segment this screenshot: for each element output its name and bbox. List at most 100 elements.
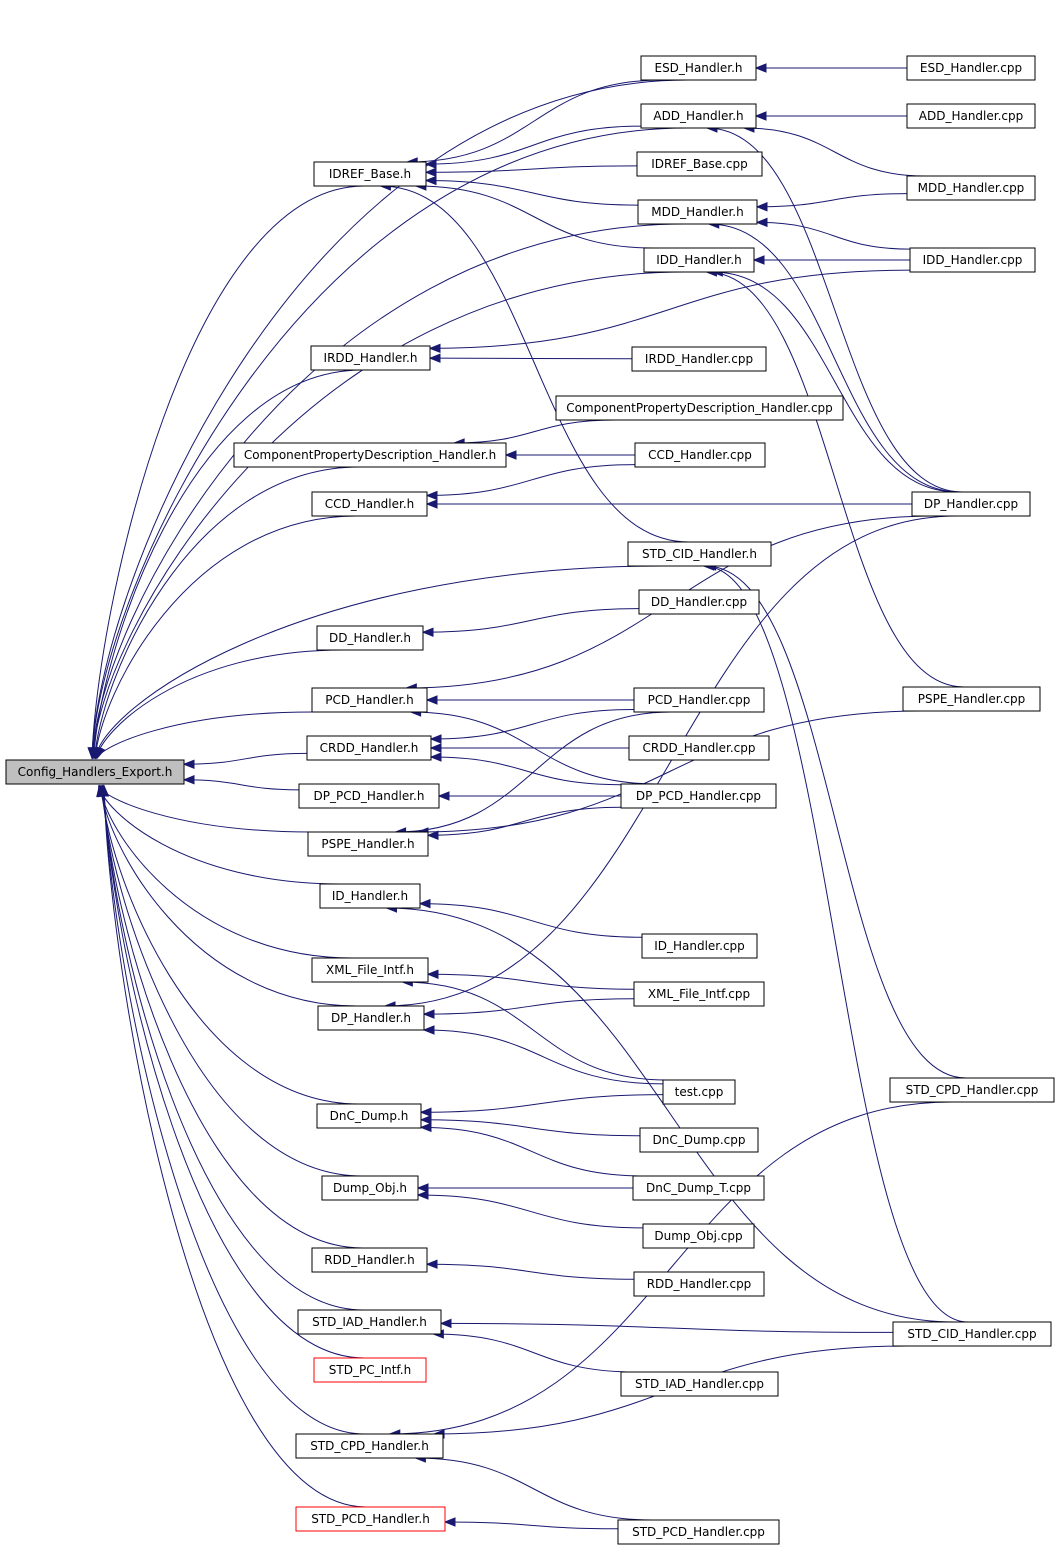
node-std-cid-handler-cpp[interactable]: STD_CID_Handler.cpp bbox=[892, 1321, 1052, 1347]
edge-dp-pcd-handler-cpp-to-dp-pcd-handler-h bbox=[437, 791, 621, 801]
node-componentpropertydescription-handler-cpp[interactable]: ComponentPropertyDescription_Handler.cpp bbox=[555, 395, 844, 421]
node-add-handler-h[interactable]: ADD_Handler.h bbox=[640, 103, 757, 129]
node-rdd-handler-h[interactable]: RDD_Handler.h bbox=[311, 1247, 428, 1273]
node-idd-handler-h[interactable]: IDD_Handler.h bbox=[643, 247, 755, 273]
node-dnc-dump-cpp[interactable]: DnC_Dump.cpp bbox=[639, 1127, 759, 1153]
edge-pcd-handler-cpp-to-crdd-handler-h bbox=[429, 708, 635, 744]
node-std-cpd-handler-h[interactable]: STD_CPD_Handler.h bbox=[295, 1433, 444, 1459]
edges-layer bbox=[87, 63, 968, 1530]
node-irdd-handler-cpp[interactable]: IRDD_Handler.cpp bbox=[631, 346, 767, 372]
node-componentpropertydescription-handler-h[interactable]: ComponentPropertyDescription_Handler.h bbox=[233, 442, 507, 468]
node-mdd-handler-h[interactable]: MDD_Handler.h bbox=[637, 199, 758, 225]
node-label: PSPE_Handler.cpp bbox=[918, 692, 1025, 706]
node-label: STD_CPD_Handler.h bbox=[310, 1439, 429, 1453]
node-std-cpd-handler-cpp[interactable]: STD_CPD_Handler.cpp bbox=[889, 1077, 1055, 1103]
node-esd-handler-cpp[interactable]: ESD_Handler.cpp bbox=[906, 55, 1036, 81]
node-dump-obj-cpp[interactable]: Dump_Obj.cpp bbox=[642, 1223, 755, 1249]
node-label: IRDD_Handler.h bbox=[324, 351, 418, 365]
node-rdd-handler-cpp[interactable]: RDD_Handler.cpp bbox=[633, 1271, 765, 1297]
node-box bbox=[633, 1271, 765, 1297]
edge-xml-file-intf-h-to-config-handlers-export-h bbox=[96, 784, 353, 959]
node-pspe-handler-cpp[interactable]: PSPE_Handler.cpp bbox=[902, 686, 1041, 712]
node-dp-handler-cpp[interactable]: DP_Handler.cpp bbox=[911, 491, 1031, 517]
edge-idd-handler-cpp-to-irdd-handler-h bbox=[428, 269, 911, 354]
arrowhead bbox=[419, 1107, 432, 1117]
node-box bbox=[317, 1005, 425, 1031]
node-box bbox=[295, 1433, 444, 1459]
node-idref-base-cpp[interactable]: IDREF_Base.cpp bbox=[636, 151, 763, 177]
node-box bbox=[310, 345, 431, 371]
node-add-handler-cpp[interactable]: ADD_Handler.cpp bbox=[906, 103, 1036, 129]
node-dp-pcd-handler-h[interactable]: DP_PCD_Handler.h bbox=[298, 783, 440, 809]
node-irdd-handler-h[interactable]: IRDD_Handler.h bbox=[310, 345, 431, 371]
node-box bbox=[911, 491, 1031, 517]
arrowhead bbox=[419, 1122, 432, 1133]
node-pcd-handler-h[interactable]: PCD_Handler.h bbox=[311, 687, 428, 713]
arrowhead bbox=[439, 1318, 452, 1329]
edge-dp-pcd-handler-cpp-to-pcd-handler-h bbox=[409, 707, 658, 785]
node-ccd-handler-h[interactable]: CCD_Handler.h bbox=[311, 491, 428, 517]
node-dnc-dump-t-cpp[interactable]: DnC_Dump_T.cpp bbox=[632, 1175, 765, 1201]
arrowhead bbox=[428, 353, 441, 363]
edge-pcd-handler-h-to-config-handlers-export-h bbox=[96, 711, 314, 760]
node-dp-handler-h[interactable]: DP_Handler.h bbox=[317, 1005, 425, 1031]
node-label: ComponentPropertyDescription_Handler.cpp bbox=[566, 401, 833, 415]
node-xml-file-intf-cpp[interactable]: XML_File_Intf.cpp bbox=[633, 981, 765, 1007]
node-label: STD_IAD_Handler.cpp bbox=[635, 1377, 764, 1391]
node-dnc-dump-h[interactable]: DnC_Dump.h bbox=[316, 1103, 422, 1129]
node-mdd-handler-cpp[interactable]: MDD_Handler.cpp bbox=[906, 175, 1036, 201]
edge-pcd-handler-cpp-to-pspe-handler-h bbox=[394, 711, 672, 837]
node-dd-handler-h[interactable]: DD_Handler.h bbox=[316, 625, 424, 651]
node-box bbox=[633, 687, 765, 713]
node-label: PCD_Handler.h bbox=[325, 693, 413, 707]
node-test-cpp[interactable]: test.cpp bbox=[662, 1079, 736, 1105]
node-dp-pcd-handler-cpp[interactable]: DP_PCD_Handler.cpp bbox=[620, 783, 777, 809]
node-std-pcd-handler-h[interactable]: STD_PCD_Handler.h bbox=[295, 1506, 446, 1532]
node-label: DD_Handler.cpp bbox=[651, 595, 747, 609]
node-box bbox=[643, 247, 755, 273]
arrowhead bbox=[755, 202, 768, 212]
arrowhead bbox=[504, 450, 517, 460]
node-std-pc-intf-h[interactable]: STD_PC_Intf.h bbox=[313, 1357, 427, 1383]
node-box bbox=[319, 883, 421, 909]
arrowhead bbox=[426, 969, 439, 979]
arrowhead bbox=[416, 1183, 429, 1193]
node-id-handler-h[interactable]: ID_Handler.h bbox=[319, 883, 421, 909]
node-std-cid-handler-h[interactable]: STD_CID_Handler.h bbox=[627, 541, 772, 567]
node-label: DP_PCD_Handler.cpp bbox=[636, 789, 761, 803]
node-pcd-handler-cpp[interactable]: PCD_Handler.cpp bbox=[633, 687, 765, 713]
node-box bbox=[311, 687, 428, 713]
edge-mdd-handler-cpp-to-mdd-handler-h bbox=[755, 193, 908, 212]
arrowhead bbox=[422, 1025, 435, 1035]
node-dd-handler-cpp[interactable]: DD_Handler.cpp bbox=[638, 589, 760, 615]
node-label: XML_File_Intf.h bbox=[326, 963, 414, 977]
arrowhead bbox=[418, 898, 431, 909]
node-label: DnC_Dump.h bbox=[330, 1109, 409, 1123]
node-crdd-handler-h[interactable]: CRDD_Handler.h bbox=[306, 735, 432, 761]
edge-dnc-dump-t-cpp-to-dump-obj-h bbox=[416, 1183, 633, 1193]
node-crdd-handler-cpp[interactable]: CRDD_Handler.cpp bbox=[628, 735, 770, 761]
node-std-pcd-handler-cpp[interactable]: STD_PCD_Handler.cpp bbox=[617, 1519, 780, 1545]
node-label: ADD_Handler.cpp bbox=[919, 109, 1023, 123]
node-std-iad-handler-h[interactable]: STD_IAD_Handler.h bbox=[297, 1309, 442, 1335]
node-box bbox=[906, 55, 1036, 81]
edge-std-iad-handler-cpp-to-std-iad-handler-h bbox=[432, 1329, 636, 1373]
node-esd-handler-h[interactable]: ESD_Handler.h bbox=[640, 55, 757, 81]
arrowhead bbox=[425, 499, 438, 509]
edge-rdd-handler-cpp-to-rdd-handler-h bbox=[425, 1259, 635, 1280]
node-dump-obj-h[interactable]: Dump_Obj.h bbox=[321, 1175, 419, 1201]
node-pspe-handler-h[interactable]: PSPE_Handler.h bbox=[307, 831, 429, 857]
node-label: ID_Handler.h bbox=[332, 889, 408, 903]
node-id-handler-cpp[interactable]: ID_Handler.cpp bbox=[641, 933, 758, 959]
node-idref-base-h[interactable]: IDREF_Base.h bbox=[313, 161, 427, 187]
node-label: PSPE_Handler.h bbox=[321, 837, 414, 851]
node-std-iad-handler-cpp[interactable]: STD_IAD_Handler.cpp bbox=[620, 1371, 779, 1397]
arrowhead bbox=[425, 1259, 438, 1269]
node-xml-file-intf-h[interactable]: XML_File_Intf.h bbox=[311, 957, 429, 983]
arrowhead bbox=[419, 1115, 432, 1125]
node-idd-handler-cpp[interactable]: IDD_Handler.cpp bbox=[909, 247, 1036, 273]
arrowhead bbox=[429, 752, 442, 762]
edge-dnc-dump-t-cpp-to-dnc-dump-h bbox=[419, 1122, 644, 1177]
node-ccd-handler-cpp[interactable]: CCD_Handler.cpp bbox=[634, 442, 766, 468]
